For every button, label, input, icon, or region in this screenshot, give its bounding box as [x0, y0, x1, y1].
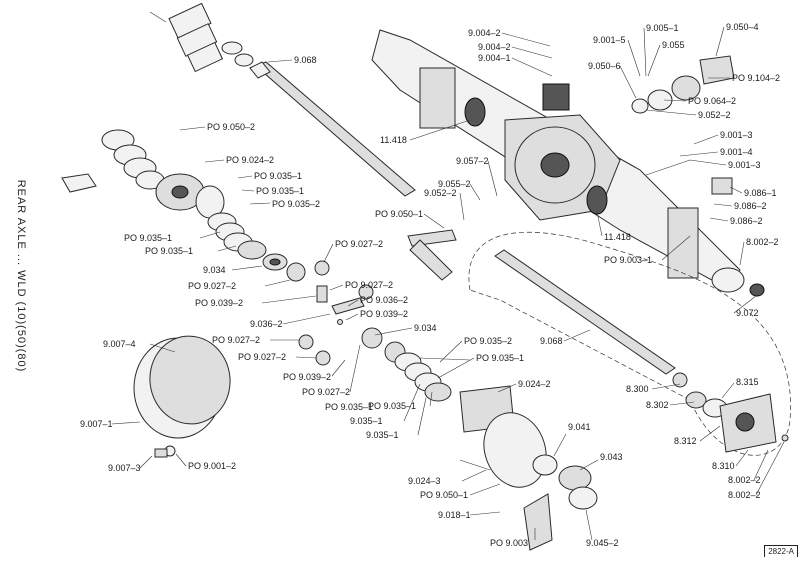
part-label: 9.043 [600, 452, 623, 462]
part-label: 9.052–2 [698, 110, 731, 120]
left-axle-shaft-drawing [249, 61, 416, 197]
part-label: 9.086–2 [734, 201, 767, 211]
part-label: PO 9.027–2 [188, 281, 236, 291]
part-label: PO 9.027–2 [302, 387, 350, 397]
clutch-plates-drawing [207, 212, 288, 271]
part-label: 9.055–2 [438, 179, 471, 189]
differential-and-ring-gear-drawing [394, 352, 598, 551]
part-label: 9.024–3 [408, 476, 441, 486]
part-label: PO 9.050–1 [375, 209, 423, 219]
part-label: PO 9.035–1 [325, 402, 373, 412]
part-label: 9.001–5 [593, 35, 626, 45]
part-label: 9.068 [540, 336, 563, 346]
yoke-and-flange-drawing [542, 55, 735, 195]
part-label: 9.004–1 [478, 53, 511, 63]
part-label: 9.001–4 [720, 147, 753, 157]
part-label: PO 9.050–1 [420, 490, 468, 500]
part-label: PO 9.035–1 [476, 353, 524, 363]
part-label: 9.001–3 [720, 130, 753, 140]
part-label: 9.045–2 [586, 538, 619, 548]
part-label: PO 9.001–2 [188, 461, 236, 471]
side-gears-drawing [286, 260, 406, 366]
part-label: 9.036–2 [250, 319, 283, 329]
right-axle-shaft-drawing [494, 249, 688, 388]
part-label: 8.002–2 [728, 490, 761, 500]
cover-and-gasket-drawing [133, 335, 231, 458]
part-label: PO 9.003–1 [604, 255, 652, 265]
part-label: 9.057–2 [456, 156, 489, 166]
leader-lines [111, 26, 785, 541]
part-label: 9.018–1 [438, 510, 471, 520]
part-label: 9.004–2 [478, 42, 511, 52]
wheel-bearing-drawing [685, 391, 789, 453]
part-label: PO 9.035–1 [254, 171, 302, 181]
part-label: 9.024–2 [518, 379, 551, 389]
part-label: 9.086–1 [744, 188, 777, 198]
part-label: PO 9.024–2 [226, 155, 274, 165]
part-label: 8.312 [674, 436, 697, 446]
part-label: 9.001–3 [728, 160, 761, 170]
part-label: 9.004–2 [468, 28, 501, 38]
part-label: PO 9.027–2 [335, 239, 383, 249]
part-label: 9.035–1 [366, 430, 399, 440]
part-label: 8.310 [712, 461, 735, 471]
part-label: PO 9.064–2 [688, 96, 736, 106]
parts-artwork [61, 2, 791, 551]
part-label: 8.315 [736, 377, 759, 387]
part-label: 9.034 [414, 323, 437, 333]
part-label: PO 9.035–1 [256, 186, 304, 196]
part-label: 9.005–1 [646, 23, 679, 33]
part-label: PO 9.036–2 [360, 295, 408, 305]
hub-and-rings-drawing [61, 129, 225, 219]
part-label: PO 9.027–2 [345, 280, 393, 290]
part-label: 9.052–2 [424, 188, 457, 198]
part-label: 9.055 [662, 40, 685, 50]
part-label: 9.072 [736, 308, 759, 318]
part-label: PO 9.104–2 [732, 73, 780, 83]
part-label: PO 9.039–2 [360, 309, 408, 319]
pinion-gear-drawing [407, 229, 457, 281]
axle-housing-drawing [371, 29, 765, 297]
part-label: 9.041 [568, 422, 591, 432]
part-label: PO 9.039–2 [283, 372, 331, 382]
dashed-axle-path [468, 231, 791, 456]
top-left-gasket-drawing [149, 2, 254, 73]
part-label: 8.002–2 [746, 237, 779, 247]
plate-number: 2822-A [764, 545, 798, 557]
part-label: 9.068 [294, 55, 317, 65]
part-label: PO 9.050–2 [207, 122, 255, 132]
part-label: 8.302 [646, 400, 669, 410]
part-label: 8.002–2 [728, 475, 761, 485]
side-title: REAR AXLE ... WLD (10)(50)(80) [15, 179, 27, 373]
part-label: PO 9.035–2 [272, 199, 320, 209]
part-label: 9.007–4 [103, 339, 136, 349]
part-label: 9.007–1 [80, 419, 113, 429]
part-label: PO 9.039–2 [195, 298, 243, 308]
part-label: 9.034 [203, 265, 226, 275]
part-label: 11.418 [604, 232, 631, 242]
part-label: PO 9.035–2 [464, 336, 512, 346]
part-label: PO 9.003 [490, 538, 528, 548]
part-label: 9.050–4 [726, 22, 759, 32]
part-label: PO 9.027–2 [238, 352, 286, 362]
part-label: 8.300 [626, 384, 649, 394]
part-label: 9.086–2 [730, 216, 763, 226]
callout-labels: 9.068 PO 9.050–2 PO 9.024–2 PO 9.035–1 P… [80, 22, 780, 548]
part-label: PO 9.035–1 [124, 233, 172, 243]
part-label: PO 9.035–1 [145, 246, 193, 256]
part-label: 9.035–1 [350, 416, 383, 426]
part-label: 11.418 [380, 135, 407, 145]
part-label: 9.007–3 [108, 463, 141, 473]
part-label: PO 9.027–2 [212, 335, 260, 345]
part-label: 9.050–6 [588, 61, 621, 71]
part-label: PO 9.035–1 [368, 401, 416, 411]
